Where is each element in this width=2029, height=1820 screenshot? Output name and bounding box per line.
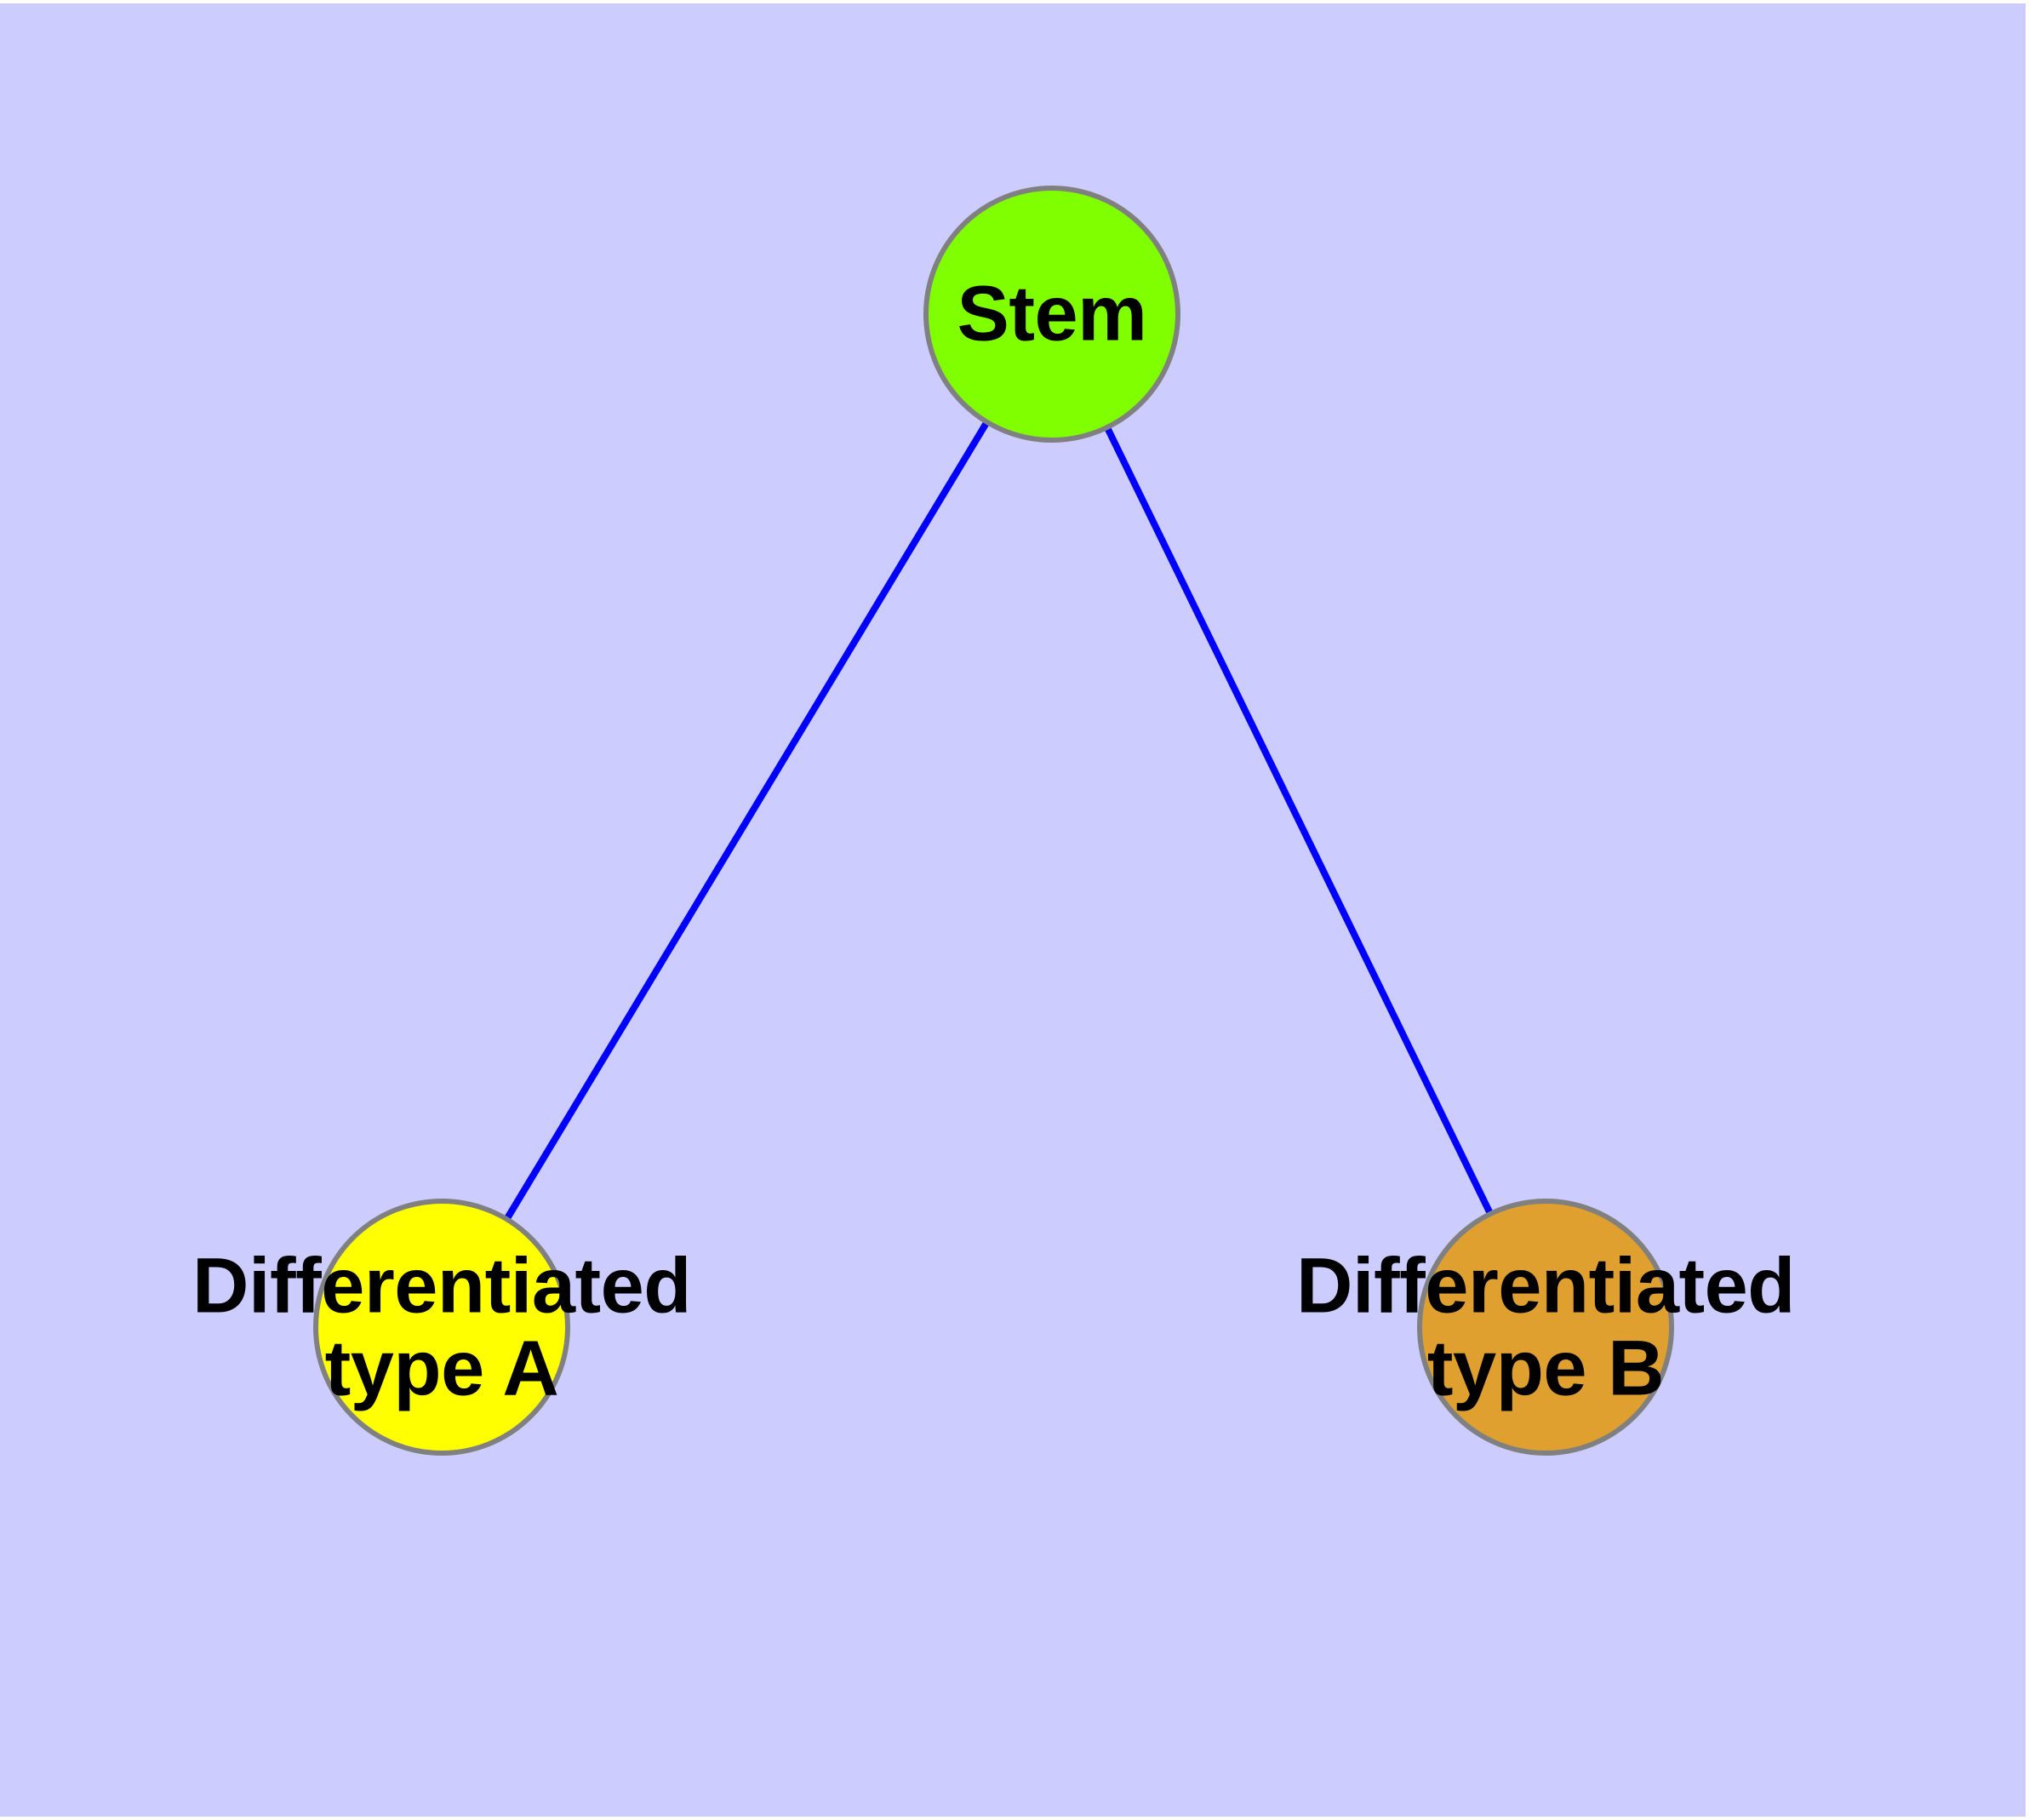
graph-edge — [1104, 426, 1494, 1215]
node-layer — [313, 186, 1674, 1456]
graph-node-diff_b[interactable] — [1417, 1199, 1674, 1456]
graph-svg — [313, 186, 1674, 1456]
edge-layer — [504, 421, 1494, 1221]
graph-edge — [504, 421, 990, 1221]
graph-node-diff_a[interactable] — [313, 1199, 570, 1456]
graph-node-stem[interactable] — [923, 186, 1180, 443]
